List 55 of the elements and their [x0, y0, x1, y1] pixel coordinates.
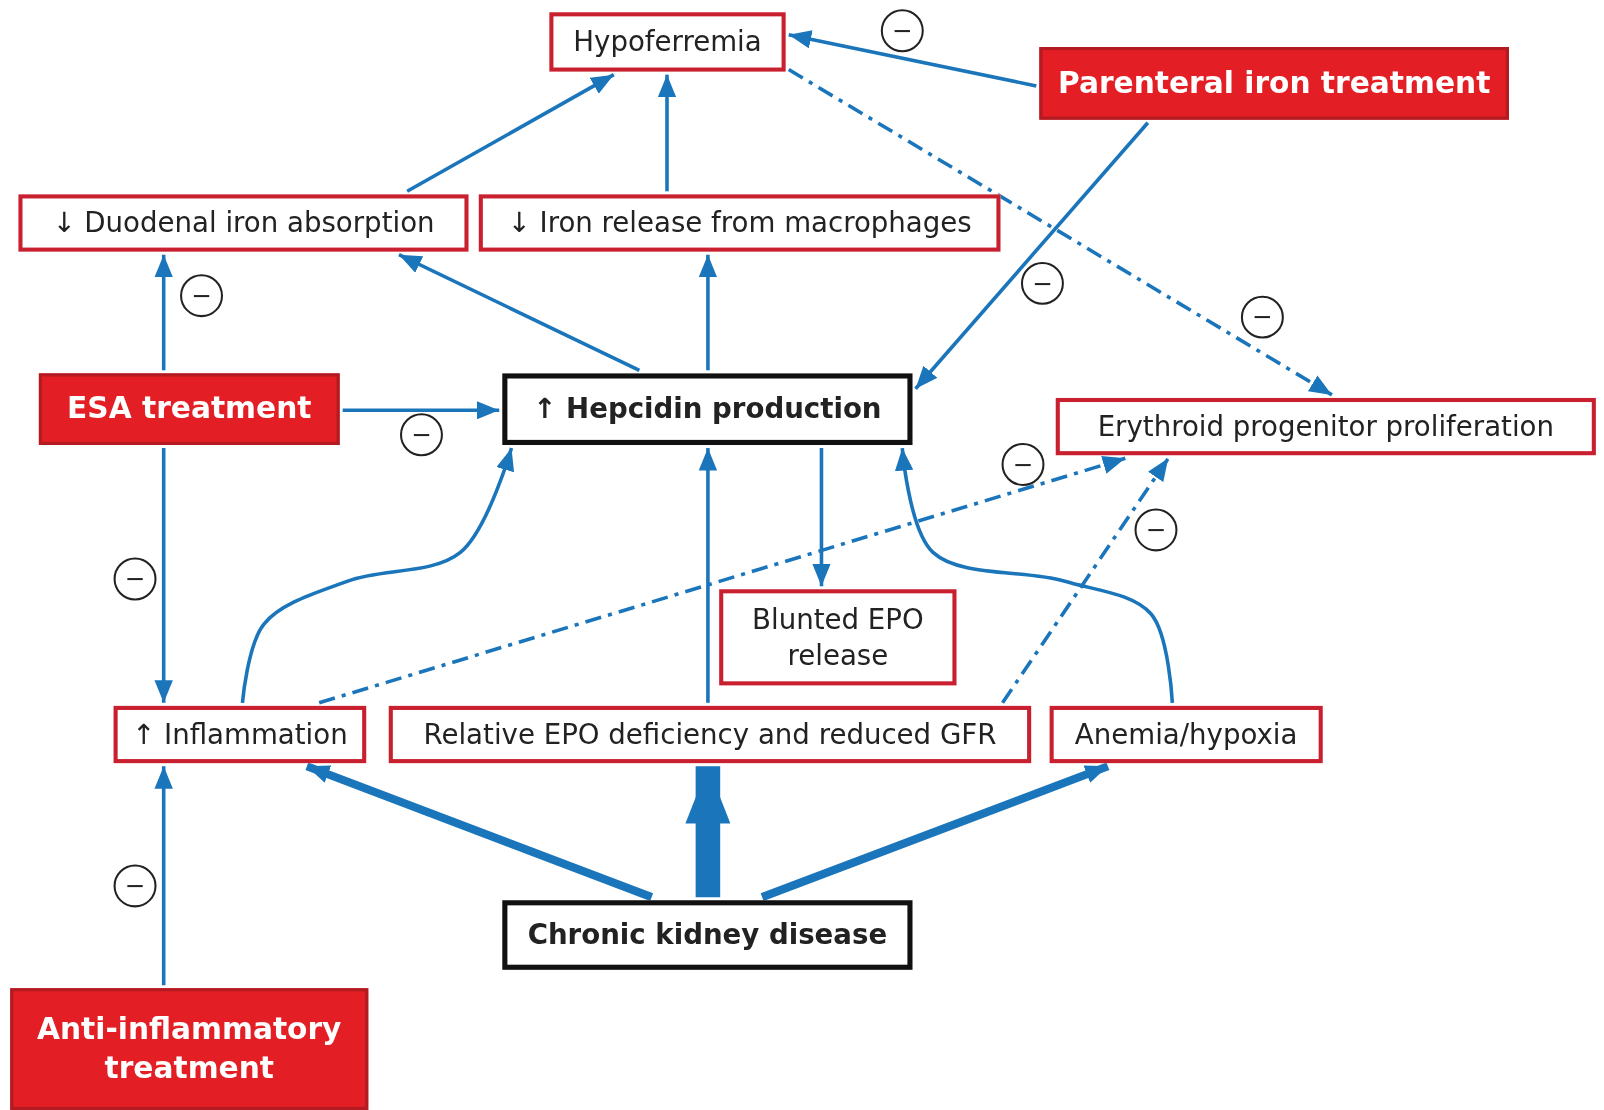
edge-label: − — [113, 557, 157, 601]
arrow — [685, 766, 731, 898]
effect-box — [388, 705, 1032, 764]
arrow — [154, 766, 173, 986]
node-label: Hypoferremia — [573, 25, 762, 60]
effect-box — [113, 705, 367, 764]
node-label: Erythroid progenitor proliferation — [1097, 409, 1554, 445]
node-label: Relative EPO deficiency and reduced GFR — [423, 717, 997, 753]
treatment-box — [10, 988, 369, 1110]
edge-label: − — [1134, 508, 1178, 552]
arrow — [895, 447, 1175, 703]
arrow — [698, 448, 718, 703]
edge-label: − — [113, 864, 157, 908]
effect-box — [478, 194, 1001, 252]
edge-label: − — [400, 413, 443, 457]
arrow — [812, 448, 831, 587]
arrow — [305, 762, 654, 901]
edge-label: − — [880, 9, 924, 53]
key-process-box — [502, 373, 913, 445]
treatment-box — [38, 373, 340, 445]
dash-dot-arrow — [787, 68, 1333, 397]
node-label: Anemia/hypoxia — [1074, 717, 1298, 753]
node-label: ↑ Inflammation — [132, 717, 348, 753]
effect-box — [1049, 705, 1323, 764]
edge-label: − — [1020, 261, 1064, 305]
arrow — [914, 121, 1150, 390]
edge-label: − — [180, 274, 223, 318]
edge-label: − — [1240, 295, 1284, 339]
node-label: Parenteral iron treatment — [1057, 64, 1491, 102]
key-process-box — [502, 900, 913, 970]
dash-dot-arrow — [318, 456, 1126, 705]
arrow — [154, 448, 173, 703]
edge-label: − — [1001, 442, 1045, 486]
node-label: Chronic kidney disease — [527, 918, 888, 953]
arrow — [398, 253, 641, 372]
effect-box — [18, 194, 469, 252]
node-label: ↑ Hepcidin production — [533, 392, 882, 427]
arrow — [760, 762, 1110, 901]
arrow — [154, 254, 173, 371]
node-label: Anti-inflammatory treatment — [36, 1010, 343, 1087]
arrow — [657, 74, 677, 192]
node-label: ↓ Iron release from macrophages — [507, 206, 972, 241]
node-label: Blunted EPO release — [751, 602, 925, 674]
node-label: ↓ Duodenal iron absorption — [52, 206, 435, 241]
arrow — [342, 401, 500, 420]
arrow — [406, 73, 615, 193]
treatment-box — [1039, 47, 1509, 120]
node-label: ESA treatment — [67, 389, 312, 428]
arrow — [788, 30, 1037, 88]
effect-box — [549, 12, 786, 72]
effect-box — [719, 589, 957, 686]
effect-box — [1055, 397, 1596, 456]
arrow — [698, 254, 718, 371]
dash-dot-arrow — [1001, 457, 1170, 704]
arrow — [240, 447, 514, 703]
